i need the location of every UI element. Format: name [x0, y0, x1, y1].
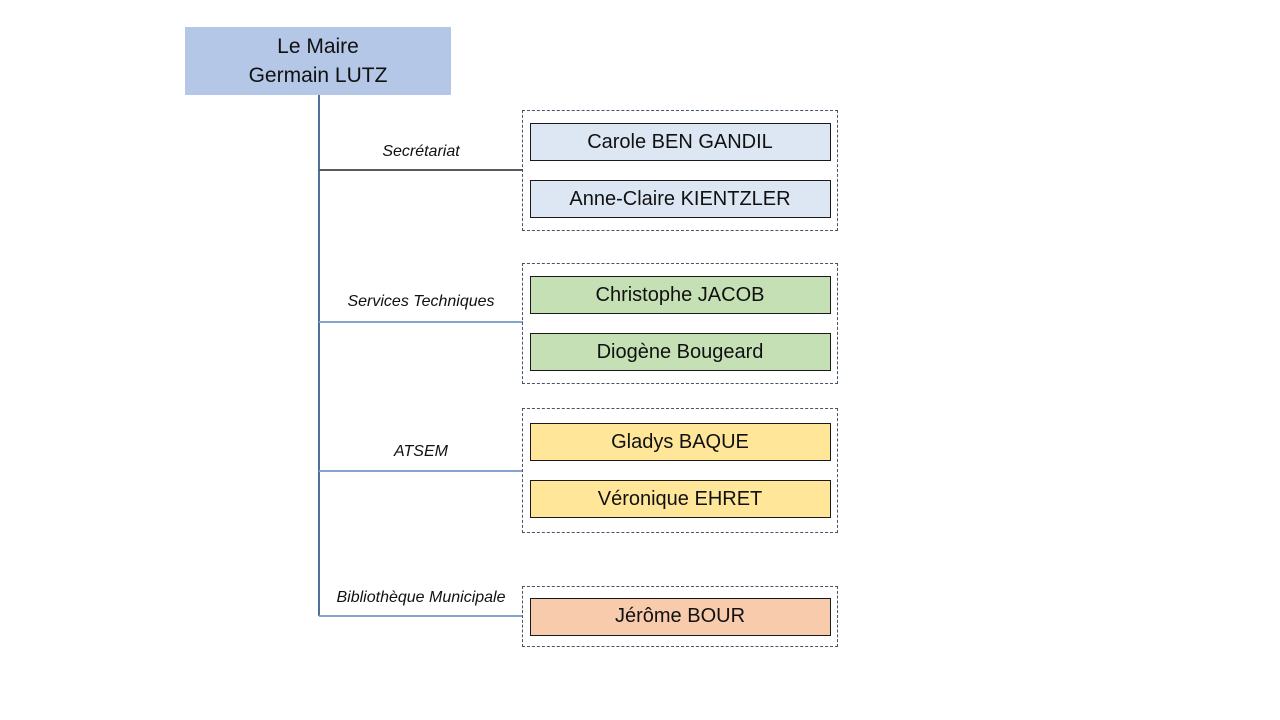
- group-container-atsem: Gladys BAQUE Véronique EHRET: [522, 408, 838, 533]
- member-box[interactable]: Christophe JACOB: [529, 276, 831, 314]
- member-box[interactable]: Diogène Bougeard: [529, 333, 831, 371]
- member-box[interactable]: Jérôme BOUR: [529, 597, 831, 636]
- member-box[interactable]: Gladys BAQUE: [529, 423, 831, 461]
- branch-line-atsem: [319, 470, 523, 472]
- member-box[interactable]: Anne-Claire KIENTZLER: [529, 180, 831, 218]
- member-name: Diogène Bougeard: [596, 340, 764, 363]
- trunk-connector-line: [318, 95, 320, 616]
- branch-label-bibliotheque: Bibliothèque Municipale: [336, 589, 506, 606]
- member-name: Gladys BAQUE: [611, 430, 749, 453]
- group-container-services-techniques: Christophe JACOB Diogène Bougeard: [522, 263, 838, 384]
- member-name: Véronique EHRET: [597, 487, 763, 510]
- branch-line-secretariat: [319, 169, 523, 171]
- group-container-bibliotheque: Jérôme BOUR: [522, 586, 838, 647]
- branch-label-services-techniques: Services Techniques: [347, 293, 495, 310]
- root-node-title: Le Maire: [277, 35, 359, 58]
- member-name: Christophe JACOB: [595, 283, 765, 306]
- root-node-name: Germain LUTZ: [248, 64, 388, 87]
- branch-line-bibliotheque: [319, 615, 523, 617]
- branch-line-services-techniques: [319, 321, 523, 323]
- member-box[interactable]: Véronique EHRET: [529, 480, 831, 518]
- member-name: Carole BEN GANDIL: [587, 130, 773, 153]
- group-container-secretariat: Carole BEN GANDIL Anne-Claire KIENTZLER: [522, 110, 838, 231]
- member-name: Anne-Claire KIENTZLER: [569, 187, 791, 210]
- member-name: Jérôme BOUR: [614, 605, 746, 627]
- branch-label-secretariat: Secrétariat: [382, 143, 460, 160]
- branch-label-atsem: ATSEM: [394, 443, 448, 460]
- member-box[interactable]: Carole BEN GANDIL: [529, 123, 831, 161]
- root-node-mayor[interactable]: Le Maire Germain LUTZ: [185, 27, 451, 95]
